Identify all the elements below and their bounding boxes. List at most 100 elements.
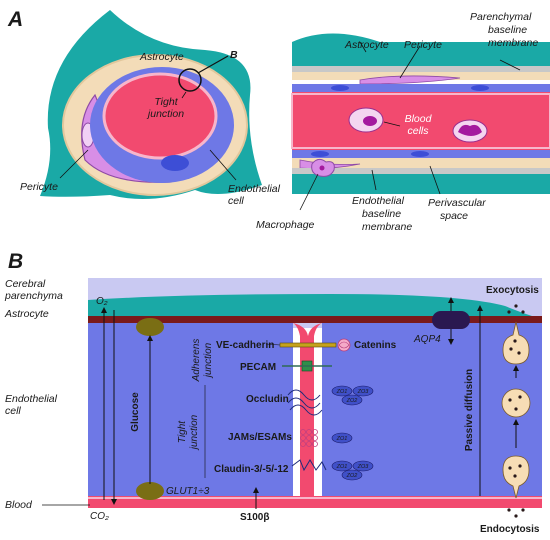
- endothelial-label-cross-2: cell: [228, 195, 244, 207]
- endothelial-leader: [209, 149, 237, 181]
- parenchymal-label-1: Parenchymal: [470, 11, 532, 23]
- parenchymal-leader: [499, 59, 521, 71]
- astrocyte-membrane: [88, 316, 542, 323]
- blood-band-highlight: [88, 497, 542, 499]
- endothelial-bm-label-3: membrane: [362, 221, 412, 233]
- zo-scaffold-jams: [331, 432, 353, 444]
- panel-a-letter: A: [7, 8, 23, 31]
- macrophage-label: Macrophage: [256, 219, 315, 231]
- o2-label: O₂: [96, 296, 108, 307]
- endothelial-nucleus-cross: [161, 155, 189, 171]
- s100-label: S100β: [240, 512, 269, 523]
- occludin-protein: [287, 389, 323, 416]
- tight-junction-label-1: Tight: [154, 96, 178, 108]
- adherens-label-1: Adherens: [191, 339, 202, 383]
- zo1-jams: ZO1: [336, 436, 348, 442]
- endothelial-bm-label-1: Endothelial: [352, 195, 405, 207]
- bbb-schematic: [88, 278, 542, 508]
- endo-nucleus-bottom-2: [411, 151, 429, 157]
- tight-junction-circle: [178, 68, 202, 92]
- co2-label: CO₂: [90, 511, 109, 522]
- jams-protein: [300, 429, 318, 447]
- vessel-lumen-cross: [102, 72, 218, 160]
- passive-diffusion-label: Passive diffusion: [464, 369, 475, 451]
- parenchymal-label-2: baseline: [488, 24, 527, 36]
- endothelial-label-b-2: cell: [5, 405, 21, 417]
- parenchymal-membrane-top: [292, 66, 550, 72]
- catenins-icon: [337, 338, 351, 352]
- zo3-occludin: ZO3: [357, 389, 370, 395]
- blood-cells-label-2: cells: [407, 125, 429, 137]
- b-marker-label: B: [230, 49, 238, 61]
- zo2-occludin: ZO2: [346, 398, 358, 404]
- perivascular-label-2: space: [440, 210, 468, 222]
- claudin-label: Claudin-3/-5/-12: [214, 464, 289, 475]
- blood-cell-2-center: [458, 124, 482, 136]
- transcytosis-path: [501, 304, 531, 518]
- pecam-label: PECAM: [240, 362, 276, 373]
- perivascular-bottom: [292, 158, 550, 168]
- panel-b-letter: B: [8, 250, 23, 273]
- glut-label: GLUT1÷3: [166, 486, 210, 497]
- zo3-claudin: ZO3: [357, 464, 370, 470]
- endothelial-label-b-1: Endothelial: [5, 393, 58, 405]
- endothelial-label-cross-1: Endothelial: [228, 183, 281, 195]
- occludin-label: Occludin: [246, 394, 289, 405]
- zo-scaffold-claudin: [331, 460, 374, 481]
- tight-label-2: junction: [189, 414, 200, 451]
- zo1-occludin: ZO1: [336, 389, 348, 395]
- astrocyte-leader-long: [359, 41, 367, 53]
- pericyte-long-top: [359, 75, 461, 85]
- zo2-claudin: ZO2: [346, 473, 358, 479]
- blood-cells-label-1: Blood: [405, 113, 433, 125]
- cerebral-label-2: parenchyma: [4, 290, 63, 302]
- macrophage-leader: [299, 173, 319, 211]
- ve-cadherin-protein: [279, 342, 337, 348]
- claudin-protein: [291, 459, 327, 472]
- pericyte-leader-long: [399, 45, 421, 79]
- ve-cadherin-label: VE-cadherin: [216, 340, 274, 351]
- pericyte-leader: [59, 149, 89, 179]
- tight-junction-label-2: junction: [146, 108, 184, 120]
- capillary-longitudinal: [291, 33, 550, 211]
- cerebral-label-1: Cerebral: [5, 278, 46, 290]
- exocytosis-label: Exocytosis: [486, 285, 539, 296]
- aqp4-label: AQP4: [413, 334, 441, 345]
- astrocyte-bump-top: [292, 33, 380, 42]
- adherens-label-2: junction: [203, 342, 214, 379]
- parenchymal-label-3: membrane: [488, 37, 538, 49]
- perivascular-label-1: Perivascular: [428, 197, 486, 209]
- endo-nucleus-bottom-1: [311, 151, 329, 157]
- glut-transporter-top: [136, 318, 164, 336]
- pericyte-label-cross: Pericyte: [20, 181, 58, 193]
- endo-nucleus-top-2: [471, 85, 489, 91]
- perivascular-leader: [429, 165, 441, 195]
- astrocyte-endfoot-band: [88, 294, 542, 318]
- zo1-claudin: ZO1: [336, 464, 348, 470]
- parenchymal-membrane-bottom: [292, 168, 550, 174]
- jams-label: JAMs/ESAMs: [228, 432, 292, 443]
- capillary-cross-section: [40, 10, 262, 199]
- catenins-label: Catenins: [354, 340, 397, 351]
- aqp4-channel: [432, 311, 470, 329]
- tight-junction-leader: [181, 91, 187, 99]
- glut-transporter-bottom: [136, 482, 164, 500]
- macrophage-nucleus: [319, 165, 325, 171]
- exocytosis-vesicle: [502, 321, 530, 365]
- endocytosis-label: Endocytosis: [480, 524, 540, 535]
- blood-cell-1-center: [363, 116, 377, 126]
- b-marker-line: [197, 55, 229, 74]
- zo-scaffold-occludin: [331, 385, 374, 406]
- tight-label-1: Tight: [177, 420, 188, 443]
- endothelial-bm-leader: [371, 169, 377, 191]
- intercellular-cleft: [293, 323, 308, 499]
- vessel-lumen-long: [292, 92, 550, 150]
- blood-label-b: Blood: [5, 499, 33, 511]
- blood-cells-leader: [383, 121, 401, 127]
- glucose-label: Glucose: [130, 392, 141, 432]
- astrocyte-label-b: Astrocyte: [4, 308, 49, 320]
- astrocyte-label-long: Astrocyte: [344, 39, 389, 51]
- endo-nucleus-top-1: [331, 85, 349, 91]
- transit-vesicle: [501, 388, 531, 418]
